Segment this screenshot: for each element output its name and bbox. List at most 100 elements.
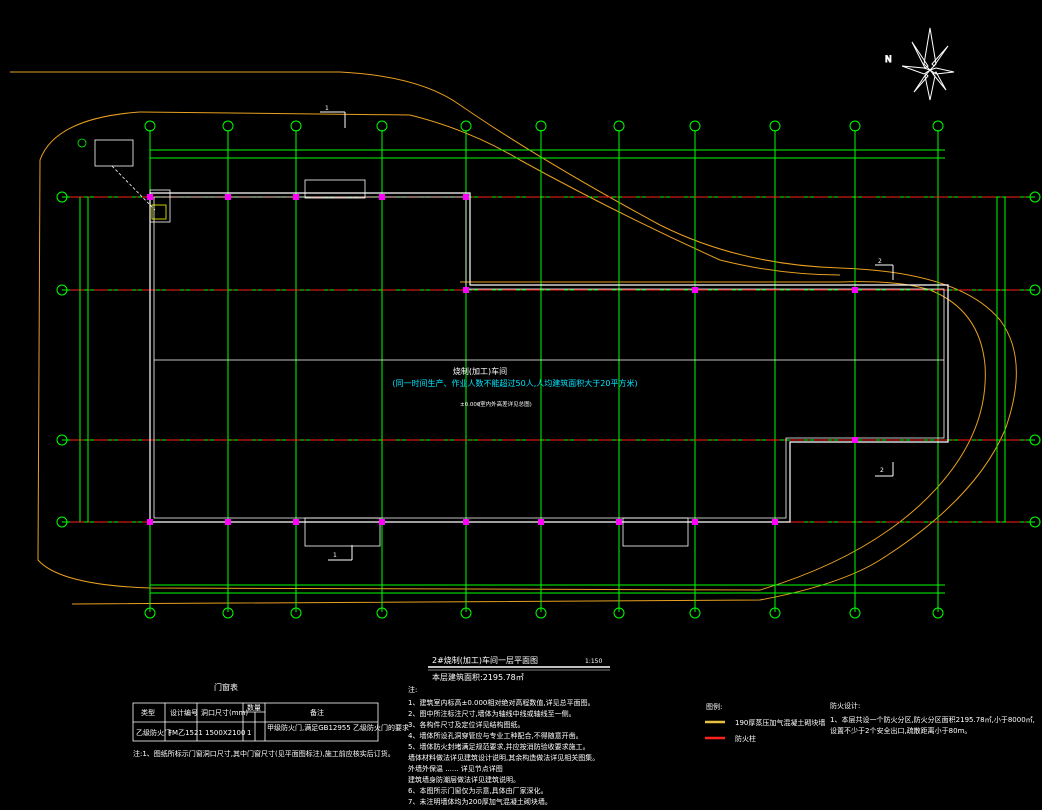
table-cell-size: 1500X2100 (205, 729, 245, 737)
axis-bubble-top (769, 120, 781, 132)
structural-columns (147, 194, 858, 525)
column-marker (225, 194, 231, 200)
note-item: 2、图中所注标注尺寸,墙体为轴线中线或轴线至一侧。 (408, 709, 576, 718)
note-item: 3、各构件尺寸及定位详见结构图纸。 (408, 720, 524, 729)
building-walls (149, 179, 949, 547)
note-item: 5、墙体防火封堵满足规范要求,并应按消防验收要求施工。 (408, 742, 590, 751)
table-cell-qty: 1 (247, 729, 251, 737)
table-header-code: 设计编号 (170, 708, 198, 717)
axis-bubble-top (376, 120, 388, 132)
section-mark-bottom-label: 1 (333, 552, 337, 559)
elevation-label: ±0.000 (460, 402, 481, 408)
table-header-qty: 数量 (247, 703, 261, 712)
axis-bubble-top (535, 120, 547, 132)
column-marker (616, 519, 622, 525)
axis-bubble-top (290, 120, 302, 132)
column-marker (147, 519, 153, 525)
table-header-remark: 备注 (310, 708, 324, 717)
section-mark-right-bottom (875, 462, 894, 477)
fire-design-line-1: 1、本层共设一个防火分区,防火分区面积2195.78㎡,小于8000㎡, (830, 715, 1035, 724)
axis-bubble-bottom (144, 607, 156, 619)
fire-design-title: 防火设计: (830, 701, 860, 710)
door-window-table (132, 702, 379, 742)
table-title: 门窗表 (214, 682, 238, 692)
column-marker (293, 194, 299, 200)
table-footnote: 注:1、图纸所标示门窗洞口尺寸,其中门窗尺寸(见平面图标注),施工前应核实后订货… (133, 749, 395, 758)
axis-bubble-right (1029, 191, 1041, 203)
note-item: 7、未注明墙体均为200厚加气混凝土砌块墙。 (408, 797, 552, 806)
axis-bubble-bottom (222, 607, 234, 619)
column-marker (293, 519, 299, 525)
axis-bubble-bottom (290, 607, 302, 619)
column-marker (852, 287, 858, 293)
table-header-size: 洞口尺寸(mm) (201, 708, 248, 717)
axis-bubble-top (144, 120, 156, 132)
axis-bubble-bottom (849, 607, 861, 619)
axis-bubble-bottom (769, 607, 781, 619)
dimension-lines (79, 149, 1006, 594)
axis-grid (62, 130, 1035, 612)
axis-bubble-bottom (689, 607, 701, 619)
axis-bubble-top (932, 120, 944, 132)
table-cell-code: FM乙1521 (168, 729, 203, 737)
column-marker (538, 519, 544, 525)
legend-title: 图例: (706, 702, 722, 711)
table-header-type: 类型 (141, 708, 155, 717)
axis-bubble-left (56, 284, 68, 296)
column-marker (692, 287, 698, 293)
note-item: 墙体材料做法详见建筑设计说明,其余构造做法详见相关图集。 (408, 753, 599, 762)
note-item: 6、本图所示门窗仅为示意,具体由厂家深化。 (408, 786, 548, 795)
axis-bubble-left (56, 516, 68, 528)
column-marker (463, 287, 469, 293)
section-mark-right-top (875, 264, 894, 280)
axis-bubble-top (222, 120, 234, 132)
axis-bubble-bottom (932, 607, 944, 619)
column-marker (379, 519, 385, 525)
axis-bubbles (56, 120, 1041, 619)
axis-bubble-top (460, 120, 472, 132)
note-item: 外墙外保温 ...... 详见节点详图 (408, 764, 503, 773)
legend-wall-label: 190厚蒸压加气混凝土砌块墙 (735, 718, 825, 727)
section-mark-right-bottom-label: 2 (880, 467, 884, 474)
column-marker (852, 437, 858, 443)
axis-bubble-top (613, 120, 625, 132)
plan-title: 2#烧制(加工)车间一层平面图 (432, 655, 538, 665)
room-title: 烧制(加工)车间 (453, 366, 507, 376)
axis-bubble-bottom (535, 607, 547, 619)
note-item: 4、墙体所设孔洞穿管应与专业工种配合,不得随意开凿。 (408, 731, 583, 740)
axis-bubble-left (56, 434, 68, 446)
axis-bubble-right (1029, 516, 1041, 528)
axis-bubble-left (56, 191, 68, 203)
column-marker (463, 519, 469, 525)
legend-column-label: 防火柱 (735, 734, 756, 743)
axis-bubble-top (689, 120, 701, 132)
area-text: 本层建筑面积:2195.78㎡ (432, 672, 524, 682)
axis-bubble-bottom (613, 607, 625, 619)
axis-bubble-right (1029, 434, 1041, 446)
section-mark-bottom (328, 545, 353, 561)
section-mark-top (320, 111, 346, 128)
plan-scale: 1:150 (585, 658, 602, 665)
column-marker (463, 194, 469, 200)
detail-callout (77, 138, 167, 220)
note-item: 1、建筑室内标高±0.000相对绝对高程数值,详见总平面图。 (408, 698, 595, 707)
notes-list: 1、建筑室内标高±0.000相对绝对高程数值,详见总平面图。 2、图中所注标注尺寸… (408, 698, 599, 806)
column-marker (147, 194, 153, 200)
column-marker (692, 519, 698, 525)
section-mark-top-label: 1 (325, 105, 329, 112)
column-marker (379, 194, 385, 200)
axis-centerlines (70, 196, 1030, 523)
column-marker (772, 519, 778, 525)
fire-design-line-2: 设置不少于2个安全出口,疏散距离小于80m。 (830, 726, 971, 735)
table-cell-type: 乙级防火门 (136, 728, 171, 737)
site-road-outline (10, 71, 1017, 605)
axis-bubble-right (1029, 284, 1041, 296)
column-marker (225, 519, 231, 525)
compass-icon: N (885, 27, 955, 101)
table-cell-remark: 甲级防火门,满足GB12955 乙级防火门的要求 (267, 723, 409, 732)
note-item: 建筑墙身防潮层做法详见建筑说明。 (408, 775, 520, 784)
compass-north-label: N (885, 55, 892, 65)
room-subtitle: (同一时间生产、作业人数不能超过50人,人均建筑面积大于20平方米) (392, 378, 637, 388)
notes-heading: 注: (408, 685, 417, 694)
